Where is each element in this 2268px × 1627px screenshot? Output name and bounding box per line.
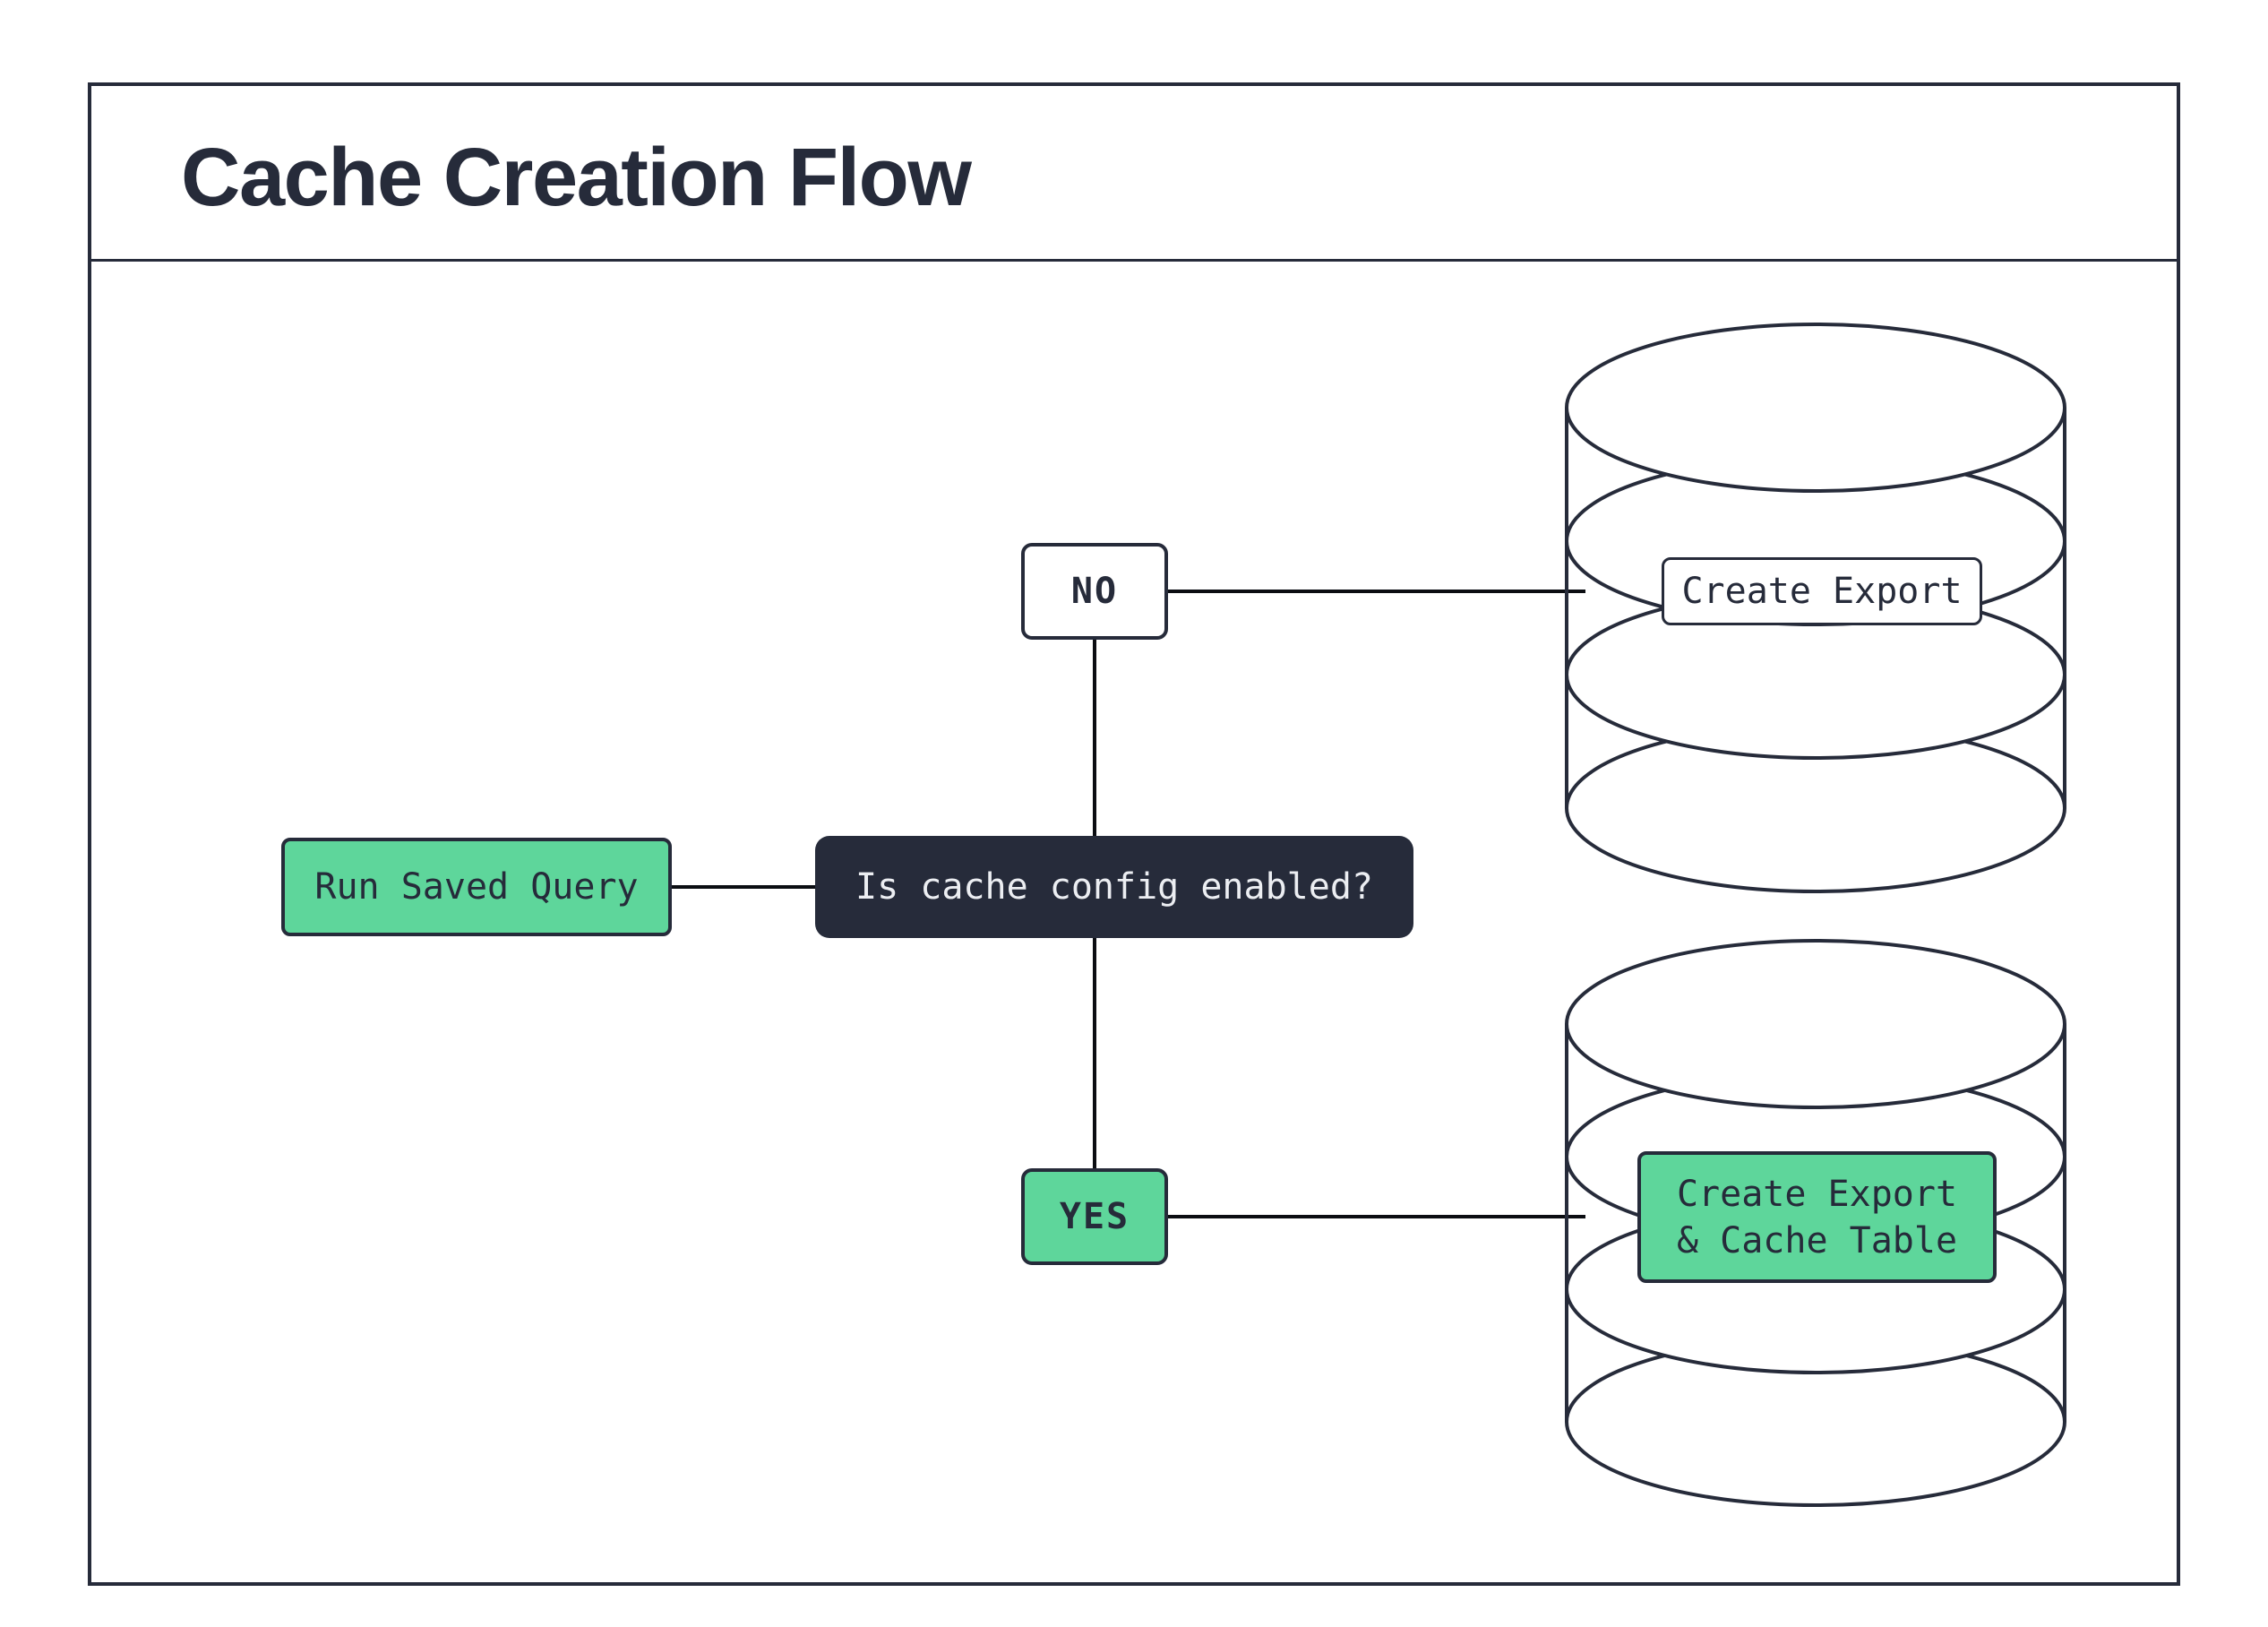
node-create-export: Create Export (1662, 557, 1982, 625)
branch-label-yes: YES (1021, 1168, 1168, 1265)
database-icon (1565, 323, 2066, 893)
diagram-header: Cache Creation Flow (88, 82, 2180, 262)
connector-decision-to-yes (1093, 938, 1096, 1168)
create-export-cache-line1: Create Export (1676, 1173, 1958, 1215)
node-create-export-cache-table: Create Export & Cache Table (1637, 1151, 1997, 1283)
create-export-label: Create Export (1681, 571, 1963, 612)
create-export-cache-line2: & Cache Table (1676, 1219, 1958, 1261)
node-run-saved-query: Run Saved Query (281, 838, 672, 936)
connector-yes-to-database (1168, 1215, 1585, 1218)
connector-no-to-database (1168, 590, 1585, 593)
branch-label-no: NO (1021, 543, 1168, 640)
connector-decision-to-no (1093, 640, 1096, 836)
node-cache-config-decision: Is cache config enabled? (815, 836, 1413, 938)
connector-start-to-decision (672, 885, 815, 889)
page-title: Cache Creation Flow (181, 132, 972, 223)
